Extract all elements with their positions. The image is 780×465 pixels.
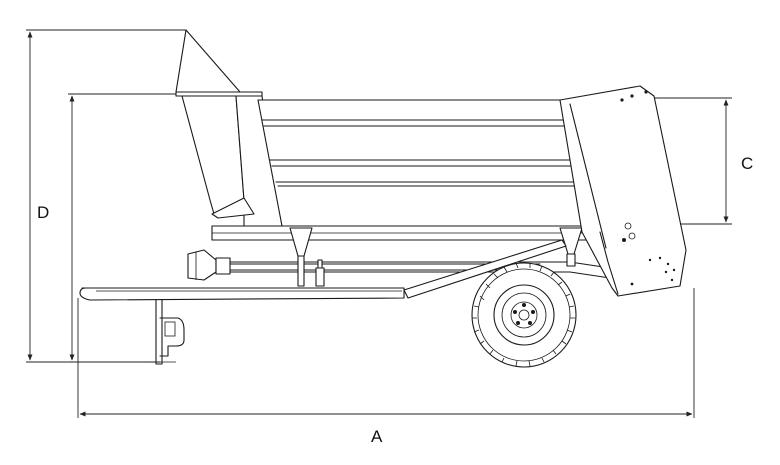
dimension-inner-height [68,93,182,361]
dimension-label-c: C [741,154,753,173]
dimension-d [26,29,186,363]
front-hopper [175,29,283,227]
jack-stand [150,299,185,365]
rear-beater-housing [559,85,687,297]
drive-shaft [187,227,583,287]
dimension-a [77,288,695,418]
wheel [471,262,577,368]
dimension-label-a: A [371,427,383,446]
axle-strut [403,239,567,299]
dimension-label-d: D [37,203,49,222]
